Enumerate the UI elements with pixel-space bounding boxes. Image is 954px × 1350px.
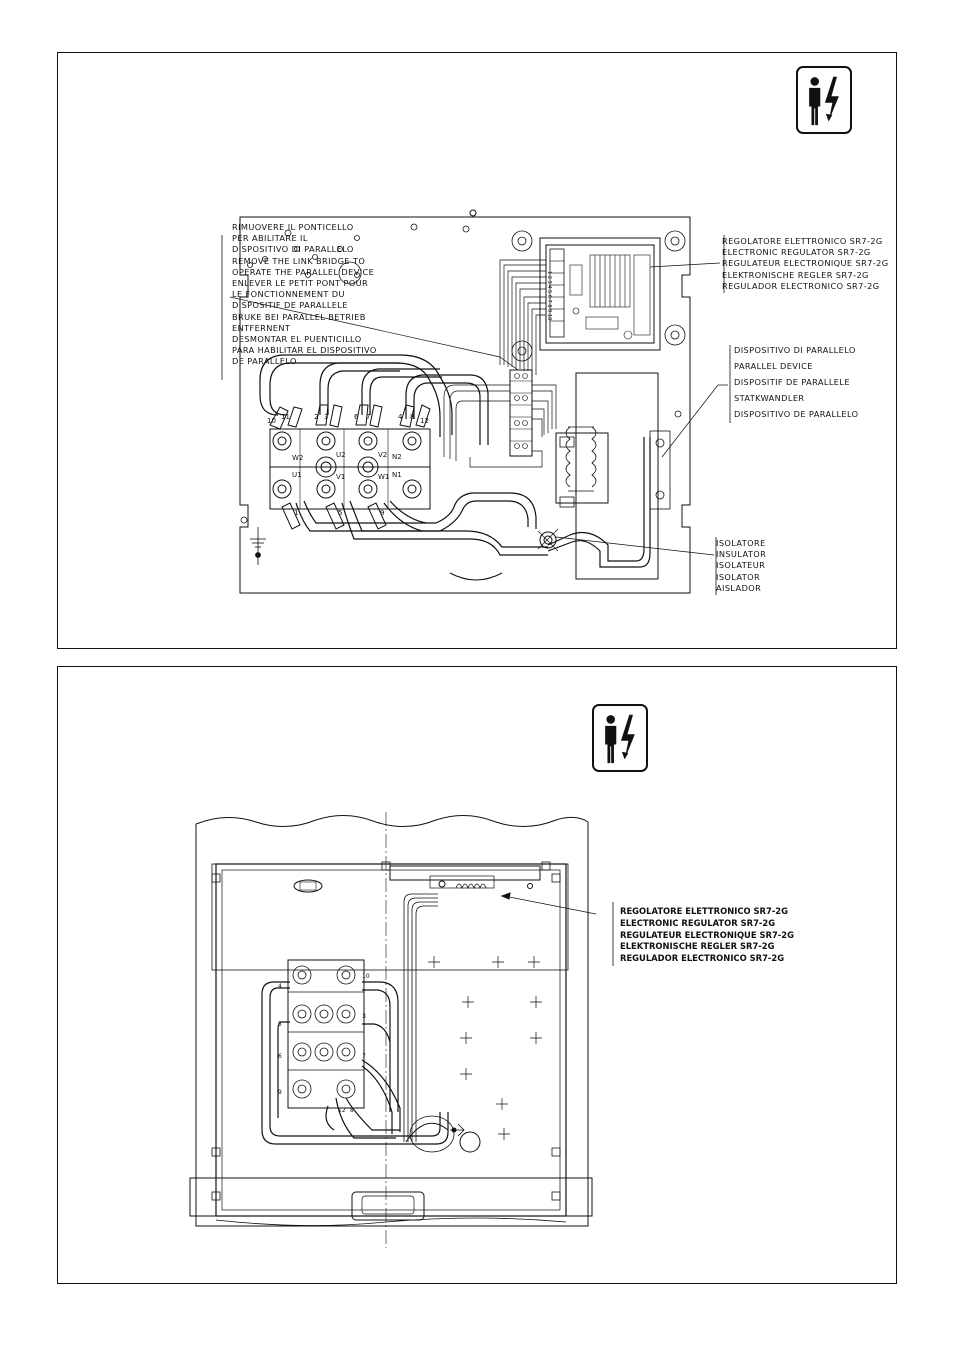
callout-line: RIMUOVERE IL PONTICELLO (232, 222, 354, 232)
terminal-label: 10 (267, 417, 276, 425)
phase-label: U1 (292, 471, 302, 479)
callout-line: ELEKTRONISCHE REGLER SR7-2G (620, 941, 775, 952)
callout-line: PARALLEL DEVICE (734, 361, 813, 371)
electrical-hazard-icon (796, 66, 852, 134)
callout-line: ENLEVER LE PETIT PONT POUR (232, 278, 369, 289)
callout-line: REGULADOR ELECTRONICO SR7-2G (722, 280, 880, 291)
phase-label: N2 (392, 453, 402, 461)
callout-line: ENTFERNENT (232, 322, 291, 333)
phase-label: W2 (292, 454, 303, 462)
phase-label: N1 (392, 471, 402, 479)
callout-line: DISPOSITIF DE PARALLELE (734, 377, 850, 387)
callout-line: REGOLATORE ELETTRONICO SR7-2G (722, 236, 883, 246)
regulator-callout-bottom: REGOLATORE ELETTRONICO SR7-2G ELECTRONIC… (620, 906, 794, 965)
terminal-label: 12 (338, 1107, 346, 1114)
callout-line: REGULATEUR ELECTRONIQUE SR7-2G (722, 258, 889, 269)
callout-line: ELECTRONIC REGULATOR SR7-2G (620, 917, 776, 928)
terminal-label: 9 (380, 509, 384, 517)
phase-label: V2 (378, 451, 387, 459)
terminal-label: 8 (410, 413, 414, 421)
insulator-callout: ISOLATORE INSULATOR ISOLATEUR ISOLATOR A… (716, 538, 766, 594)
terminal-label: 7 (362, 1053, 366, 1060)
terminal-label: 9 (278, 1089, 282, 1096)
callout-line: ISOLATORE (716, 538, 766, 548)
callout-line: DISPOSITIVO DE PARALLELO (734, 409, 859, 419)
callout-line: DISPOSITIVO DI PARALLELO (232, 244, 354, 255)
callout-line: BRUKE BEI PARALLEL BETRIEB (232, 311, 366, 322)
terminal-label: 10 (362, 973, 370, 980)
regulator-strip-label: 1 2 3 4 5 6 7 8 9 10 (546, 271, 552, 320)
terminal-label: 4 (398, 413, 403, 421)
terminal-label: 12 (420, 417, 429, 425)
terminal-label: 8 (350, 1107, 354, 1114)
terminal-label: 11 (281, 413, 290, 421)
regulator-callout: REGOLATORE ELETTRONICO SR7-2G ELECTRONIC… (722, 236, 889, 292)
callout-line: ISOLATOR (716, 571, 761, 582)
generator-front-view-drawing: 4 10 5 3 6 7 9 12 8 (189, 812, 597, 1248)
parallel-device-callout: DISPOSITIVO DI PARALLELO PARALLEL DEVICE… (734, 342, 859, 422)
callout-line: ELECTRONIC REGULATOR SR7-2G (722, 247, 871, 258)
callout-line: PARA HABILITAR EL DISPOSITIVO (232, 345, 377, 356)
bottom-diagram-panel (57, 666, 897, 1284)
electrical-hazard-icon (592, 704, 648, 772)
terminal-label: 5 (338, 509, 342, 517)
callout-line: REMOVE THE LINK BRIDGE TO (232, 255, 366, 266)
terminal-label: 1 (294, 509, 298, 517)
callout-line: REGULADOR ELECTRONICO SR7-2G (620, 953, 785, 964)
callout-line: REGULATEUR ELECTRONIQUE SR7-2G (620, 929, 794, 940)
callout-line: DISPOSITIF DE PARALLELE (232, 300, 348, 311)
link-bridge-callout: RIMUOVERE IL PONTICELLO PER ABILITARE IL… (232, 222, 377, 368)
terminal-label: 5 (278, 1021, 282, 1028)
callout-line: AISLADOR (716, 582, 762, 593)
phase-label: V1 (336, 473, 345, 481)
regulator-leader-line (612, 902, 614, 966)
callout-line: OPERATE THE PARALLEL DEVICE (232, 266, 375, 277)
callout-line: REGOLATORE ELETTRONICO SR7-2G (620, 906, 789, 916)
callout-line: ISOLATEUR (716, 560, 766, 571)
terminal-label: 3 (324, 413, 328, 421)
generator-terminal-box-drawing: 10 11 2 3 6 7 4 8 12 W2 U2 V2 N2 U1 V1 W… (221, 209, 731, 595)
callout-line: INSULATOR (716, 549, 767, 560)
terminal-label: 3 (362, 1013, 366, 1020)
callout-line: DISPOSITIVO DI PARALLELO (734, 345, 856, 355)
callout-line: DE PARALLELO (232, 356, 297, 367)
phase-label: W1 (378, 473, 389, 481)
phase-label: U2 (336, 451, 346, 459)
terminal-label: 6 (278, 1053, 282, 1060)
callout-line: LE FONCTIONNEMENT DU (232, 289, 345, 300)
terminal-label: 7 (366, 413, 370, 421)
terminal-label: 6 (354, 413, 359, 421)
terminal-label: 4 (278, 983, 282, 990)
terminal-label: 2 (314, 413, 318, 421)
callout-line: ELEKTRONISCHE REGLER SR7-2G (722, 269, 869, 280)
callout-line: DESMONTAR EL PUENTICILLO (232, 334, 362, 345)
top-diagram-panel (57, 52, 897, 649)
callout-line: STATKWANDLER (734, 393, 805, 403)
callout-line: PER ABILITARE IL (232, 233, 308, 244)
